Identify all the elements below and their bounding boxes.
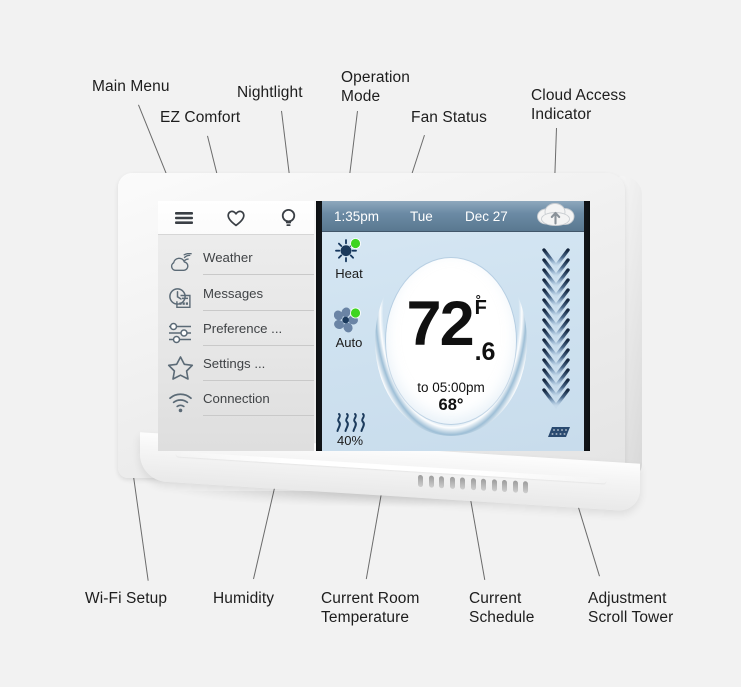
temperature-unit: ° F bbox=[474, 292, 487, 319]
menu-item-label: Settings ... bbox=[203, 354, 314, 381]
annotation-ez-comfort: EZ Comfort bbox=[160, 109, 241, 126]
chevron-stack-icon bbox=[542, 248, 570, 409]
annotation-operation-mode: Operation Mode bbox=[341, 69, 410, 105]
annotation-current-room-temperature: Current Room Temperature bbox=[321, 590, 420, 626]
menu-list: Weather Messages bbox=[158, 235, 314, 420]
sun-icon bbox=[335, 238, 361, 263]
current-schedule: to 05:00pm 68° bbox=[386, 380, 516, 415]
unit-letter: F bbox=[474, 297, 487, 319]
top-icon-bar bbox=[158, 201, 314, 235]
menu-item-label: Weather bbox=[203, 250, 314, 275]
annotation-humidity: Humidity bbox=[213, 590, 275, 607]
lcd-screen: 1:35pm Tue Dec 27 bbox=[322, 201, 584, 451]
menu-item-settings[interactable]: Settings ... bbox=[158, 350, 314, 385]
schedule-setpoint: 68° bbox=[438, 396, 464, 414]
humidity-waves-icon bbox=[336, 413, 365, 432]
wifi-icon bbox=[165, 390, 196, 416]
scroll-tower-base-icon bbox=[546, 424, 570, 438]
thermostat-device: Weather Messages bbox=[118, 173, 642, 512]
status-time: 1:35pm bbox=[334, 208, 380, 224]
temperature-unit-group: ° F .6 bbox=[474, 292, 496, 366]
clock-document-icon bbox=[165, 285, 196, 311]
menu-item-weather[interactable]: Weather bbox=[158, 245, 314, 280]
degree-symbol: ° bbox=[475, 292, 481, 307]
temperature-value: 72 bbox=[406, 289, 475, 359]
annotation-wifi-setup: Wi-Fi Setup bbox=[85, 590, 168, 607]
adjustment-scroll-tower[interactable] bbox=[540, 246, 572, 437]
cloud-upload-icon[interactable] bbox=[534, 203, 578, 232]
annotation-cloud-access: Cloud Access Indicator bbox=[531, 87, 627, 123]
current-temperature: 72 ° F .6 bbox=[386, 289, 516, 366]
dial-face: 72 ° F .6 to 05:00pm 68° bbox=[386, 258, 516, 424]
humidity-indicator: 40% bbox=[328, 412, 372, 448]
annotation-nightlight: Nightlight bbox=[237, 84, 303, 101]
menu-item-preference[interactable]: Preference ... bbox=[158, 315, 314, 350]
ez-comfort-button[interactable] bbox=[210, 209, 262, 227]
fan-status-label: Auto bbox=[335, 335, 363, 350]
heart-icon bbox=[227, 210, 245, 226]
schedule-until: to 05:00pm bbox=[417, 380, 485, 395]
annotation-fan-status: Fan Status bbox=[411, 109, 487, 126]
status-date: Dec 27 bbox=[465, 208, 508, 224]
operation-mode-indicator[interactable]: Heat bbox=[334, 238, 364, 281]
screen-content: Heat bbox=[322, 232, 584, 451]
humidity-value: 40% bbox=[336, 433, 364, 448]
sliders-icon bbox=[165, 320, 196, 346]
menu-item-connection[interactable]: Connection bbox=[158, 385, 314, 420]
annotation-main-menu: Main Menu bbox=[92, 78, 170, 95]
menu-item-label: Messages bbox=[203, 284, 314, 311]
fan-icon bbox=[334, 307, 361, 333]
cloud-signal-icon bbox=[165, 250, 196, 276]
menu-item-label: Connection bbox=[203, 389, 314, 416]
operation-mode-label: Heat bbox=[335, 266, 363, 281]
lightbulb-icon bbox=[281, 208, 295, 226]
nightlight-button[interactable] bbox=[262, 208, 314, 228]
status-bar: 1:35pm Tue Dec 27 bbox=[322, 201, 584, 232]
fan-status-indicator[interactable]: Auto bbox=[334, 307, 364, 350]
menu-panel: Weather Messages bbox=[158, 201, 314, 451]
main-menu-button[interactable] bbox=[158, 210, 210, 226]
annotation-current-schedule: Current Schedule bbox=[469, 590, 535, 626]
star-icon bbox=[165, 355, 196, 381]
mode-column: Heat bbox=[326, 238, 372, 350]
annotation-adjustment-scroll-tower: Adjustment Scroll Tower bbox=[588, 590, 674, 626]
menu-item-messages[interactable]: Messages bbox=[158, 280, 314, 315]
status-day: Tue bbox=[410, 208, 433, 224]
menu-item-label: Preference ... bbox=[203, 319, 314, 346]
temperature-decimal: .6 bbox=[474, 338, 496, 366]
display-bezel: 1:35pm Tue Dec 27 bbox=[316, 201, 590, 451]
hamburger-menu-icon bbox=[175, 211, 193, 224]
temperature-dial[interactable]: 72 ° F .6 to 05:00pm 68° bbox=[375, 246, 527, 436]
